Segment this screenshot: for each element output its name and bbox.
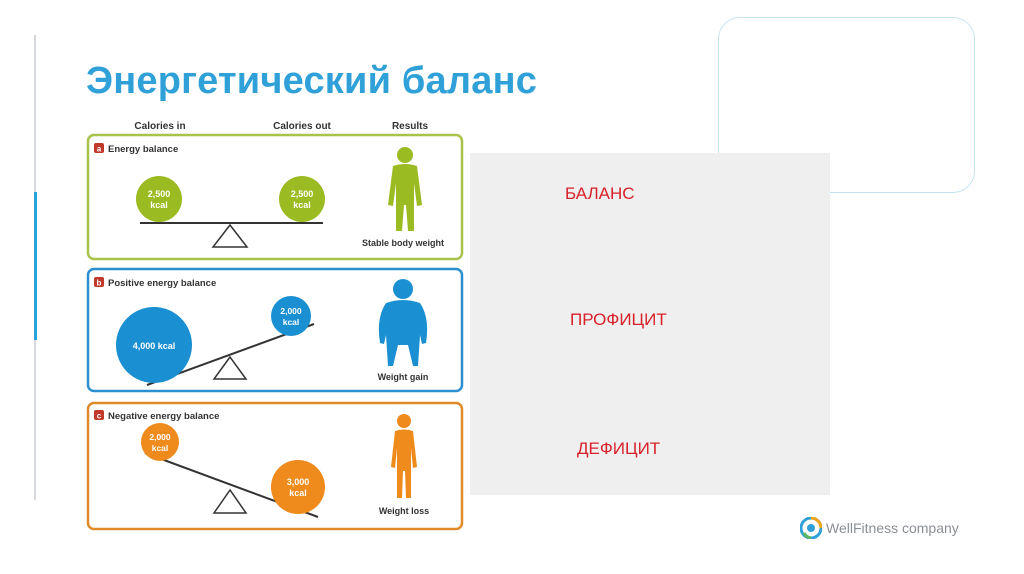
decorative-rounded-frame: [718, 17, 975, 193]
result-label: Weight loss: [379, 506, 429, 516]
label-balance: БАЛАНС: [565, 184, 635, 203]
brand-name: WellFitness company: [826, 520, 959, 536]
person-overweight-icon: [378, 279, 428, 366]
calories-in-unit: kcal: [152, 443, 169, 453]
results-panel: [470, 153, 830, 495]
calories-out-circle: [271, 460, 325, 514]
panel-positive-balance: b Positive energy balance 4,000 kcal 2,0…: [86, 267, 464, 393]
calories-out-unit: kcal: [293, 200, 311, 210]
person-thin-icon: [391, 414, 417, 498]
panel-negative-balance: c Negative energy balance 2,000 kcal 3,0…: [86, 401, 464, 531]
result-label: Stable body weight: [362, 238, 444, 248]
panel-letter: a: [97, 145, 102, 154]
calories-in-value: 4,000 kcal: [133, 341, 176, 351]
result-label: Weight gain: [378, 372, 429, 382]
slide-title: Энергетический баланс: [86, 60, 538, 102]
calories-out-unit: kcal: [283, 317, 300, 327]
label-deficit: ДЕФИЦИТ: [577, 439, 661, 458]
panel-title: Positive energy balance: [108, 278, 216, 289]
panel-letter: b: [97, 279, 102, 288]
calories-in-circle: [136, 176, 182, 222]
calories-in-value: 2,000: [149, 432, 171, 442]
panel-letter-badge: [94, 410, 104, 420]
seesaw-fulcrum: [212, 355, 248, 380]
panel-letter-badge: [94, 143, 104, 153]
seesaw-fulcrum: [212, 488, 248, 514]
calories-in-unit: kcal: [150, 200, 168, 210]
header-calories-in: Calories in: [134, 121, 185, 132]
calories-out-value: 2,000: [280, 306, 302, 316]
calories-out-value: 3,000: [287, 477, 310, 487]
brand-footer: WellFitness company: [800, 517, 959, 539]
header-calories-out: Calories out: [273, 121, 331, 132]
energy-balance-diagram: Calories in Calories out Results a Energ…: [86, 121, 464, 531]
decorative-accent-line: [34, 192, 37, 340]
calories-in-circle: [116, 307, 192, 383]
calories-in-circle: [141, 423, 179, 461]
calories-out-value: 2,500: [291, 189, 314, 199]
panel-title: Negative energy balance: [108, 411, 219, 422]
panel-title: Energy balance: [108, 144, 178, 155]
header-results: Results: [392, 121, 429, 132]
calories-out-circle: [271, 296, 311, 336]
panel-energy-balance: a Energy balance 2,500 kcal 2,500 kcal S…: [86, 133, 464, 261]
panel-letter-badge: [94, 277, 104, 287]
calories-in-value: 2,500: [148, 189, 171, 199]
panel-letter: c: [97, 412, 102, 421]
seesaw-fulcrum: [211, 223, 249, 248]
person-normal-icon: [388, 147, 422, 231]
wellfitness-logo-icon: [800, 517, 822, 539]
label-surplus: ПРОФИЦИТ: [570, 310, 667, 329]
energy-balance-figure: Calories in Calories out Results a Energ…: [80, 113, 470, 535]
calories-out-circle: [279, 176, 325, 222]
calories-out-unit: kcal: [289, 488, 307, 498]
